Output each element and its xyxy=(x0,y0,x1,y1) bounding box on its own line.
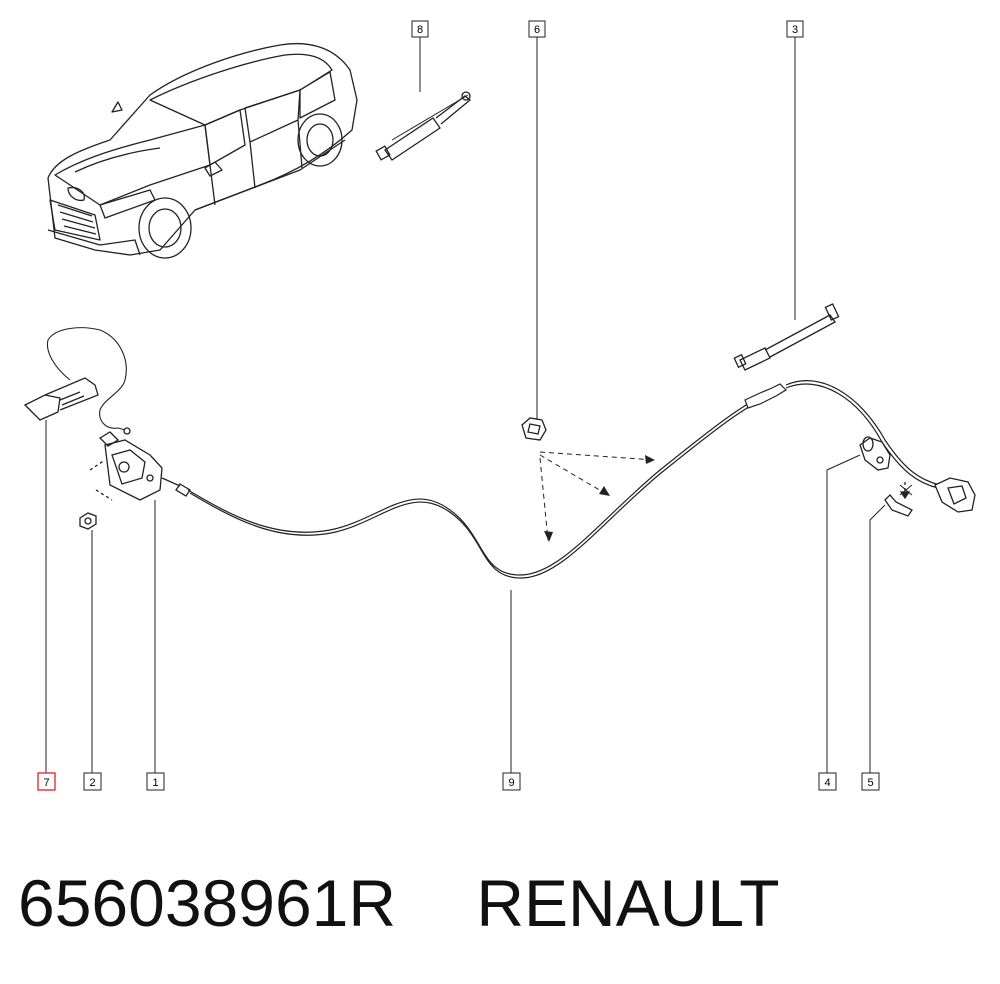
svg-text:3: 3 xyxy=(792,24,798,36)
leader-lines xyxy=(45,37,886,773)
svg-text:1: 1 xyxy=(152,777,158,789)
gas-strut-3 xyxy=(733,303,840,371)
callout-2[interactable]: 2 xyxy=(83,772,102,791)
cable-holder-4 xyxy=(859,436,891,471)
placement-arrows xyxy=(539,451,656,541)
svg-text:6: 6 xyxy=(534,24,540,36)
car-illustration xyxy=(47,42,358,259)
svg-text:5: 5 xyxy=(867,777,873,789)
parts-diagram: 8 6 3 7 2 1 9 4 5 xyxy=(23,20,976,791)
callout-4[interactable]: 4 xyxy=(818,772,837,791)
brand-name: RENAULT xyxy=(476,866,780,940)
release-handle-7 xyxy=(23,327,131,435)
callout-1[interactable]: 1 xyxy=(146,772,165,791)
part-number: 656038961R xyxy=(18,866,397,940)
callout-7[interactable]: 7 xyxy=(37,772,56,791)
callout-6[interactable]: 6 xyxy=(528,20,546,38)
release-cable-9 xyxy=(187,380,941,579)
gas-strut-8 xyxy=(375,91,472,161)
callout-7-highlight-box xyxy=(37,772,56,791)
footer-caption: 656038961R RENAULT xyxy=(18,858,780,948)
latch-assembly-1 xyxy=(89,431,191,501)
svg-text:4: 4 xyxy=(824,777,830,789)
placement-arrowheads xyxy=(544,455,655,542)
svg-text:7: 7 xyxy=(43,777,49,789)
clip-6 xyxy=(521,417,547,441)
callout-3[interactable]: 3 xyxy=(786,20,804,38)
callout-8[interactable]: 8 xyxy=(411,20,429,38)
fastener-5 xyxy=(884,482,913,517)
svg-text:8: 8 xyxy=(417,24,423,36)
lever-assembly xyxy=(899,477,976,513)
callout-9[interactable]: 9 xyxy=(502,772,521,791)
callout-5[interactable]: 5 xyxy=(861,772,880,791)
svg-text:2: 2 xyxy=(89,777,95,789)
svg-text:9: 9 xyxy=(508,777,514,789)
nut-2 xyxy=(79,512,97,530)
